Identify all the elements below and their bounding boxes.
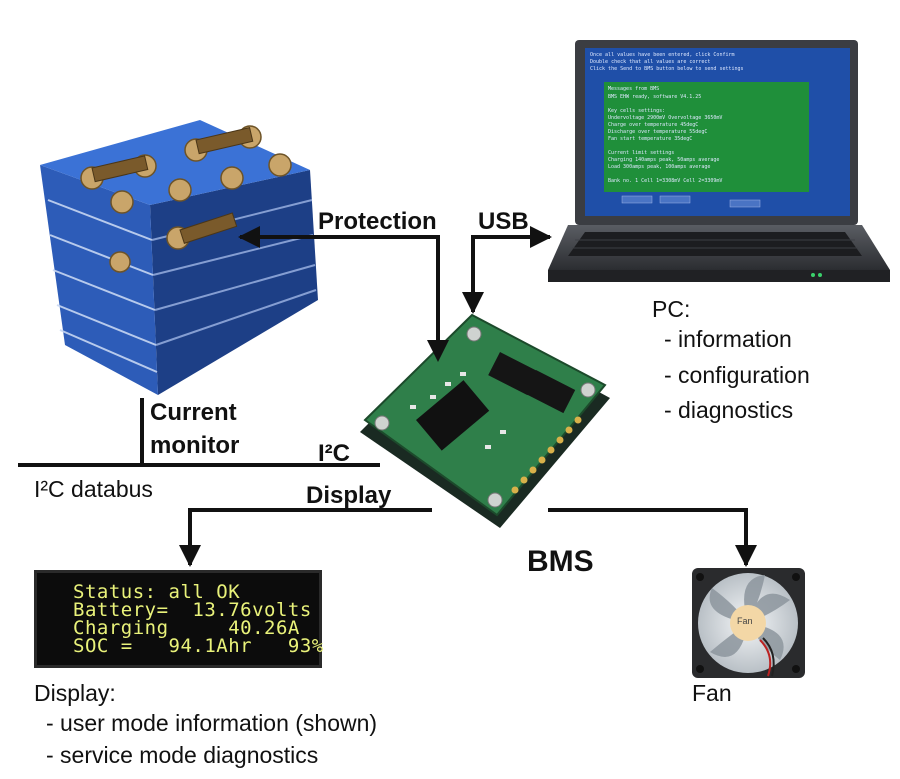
current-monitor-label-line1: Current: [150, 399, 237, 426]
i2c-databus-label: I²C databus: [34, 476, 153, 502]
svg-text:Key cells settings:: Key cells settings:: [608, 108, 665, 114]
bms-board-icon: [360, 313, 610, 528]
display-item-service-mode: - service mode diagnostics: [46, 742, 319, 768]
pc-item-configuration: - configuration: [664, 362, 810, 388]
svg-text:Bank no. 1 Cell 1=3308mV Cel: Bank no. 1 Cell 1=3308mV Cell 2=3309mV: [608, 178, 722, 184]
i2c-label: I²C: [318, 440, 350, 467]
svg-text:BMS EHW ready, software V4.1.2: BMS EHW ready, software V4.1.25: [608, 94, 701, 100]
svg-text:Charge over temperature 45degC: Charge over temperature 45degC: [608, 122, 698, 128]
svg-text:Fan start temperature 35degC: Fan start temperature 35degC: [608, 136, 692, 142]
svg-text:Once all values have been ente: Once all values have been entered, click…: [590, 52, 735, 58]
svg-text:Charging 140amps peak, 50amps: Charging 140amps peak, 50amps average: [608, 157, 719, 163]
lcd-line-charging: Charging 40.26A: [73, 617, 300, 639]
fan-hub-label: Fan: [737, 616, 753, 626]
bms-label: BMS: [527, 545, 594, 578]
lcd-display-icon: Status: all OK Battery= 13.76volts Charg…: [34, 570, 324, 668]
svg-text:Undervoltage 2900mV Overvolta: Undervoltage 2900mV Overvoltage 3650mV: [608, 115, 722, 121]
lcd-line-status: Status: all OK: [73, 581, 241, 603]
display-item-user-mode: - user mode information (shown): [46, 710, 378, 736]
protection-label: Protection: [318, 208, 437, 235]
pc-title: PC:: [652, 296, 691, 322]
svg-text:Messages from BMS: Messages from BMS: [608, 86, 659, 92]
lcd-line-battery: Battery= 13.76volts: [73, 599, 312, 621]
fan-icon: [692, 568, 805, 678]
svg-text:Double check that all values a: Double check that all values are correct: [590, 59, 710, 65]
pc-item-information: - information: [664, 326, 792, 352]
connection-lines: [18, 226, 757, 567]
display-link-label: Display: [306, 482, 392, 509]
svg-text:Discharge over temperature 55d: Discharge over temperature 55degC: [608, 129, 707, 135]
lcd-line-soc: SOC = 94.1Ahr 93%: [73, 635, 324, 657]
usb-label: USB: [478, 208, 529, 235]
battery-pack-icon: [40, 120, 318, 395]
display-title: Display:: [34, 680, 116, 706]
svg-text:Current limit settings: Current limit settings: [608, 150, 674, 156]
pc-item-diagnostics: - diagnostics: [664, 397, 794, 423]
svg-text:Click the Send to BMS button b: Click the Send to BMS button below to se…: [590, 66, 744, 72]
current-monitor-label-line2: monitor: [150, 432, 240, 459]
fan-label: Fan: [692, 680, 732, 706]
svg-text:Load 300amps peak, 100amps ave: Load 300amps peak, 100amps average: [608, 164, 710, 170]
laptop-icon: Once all values have been entered, click…: [548, 40, 890, 282]
